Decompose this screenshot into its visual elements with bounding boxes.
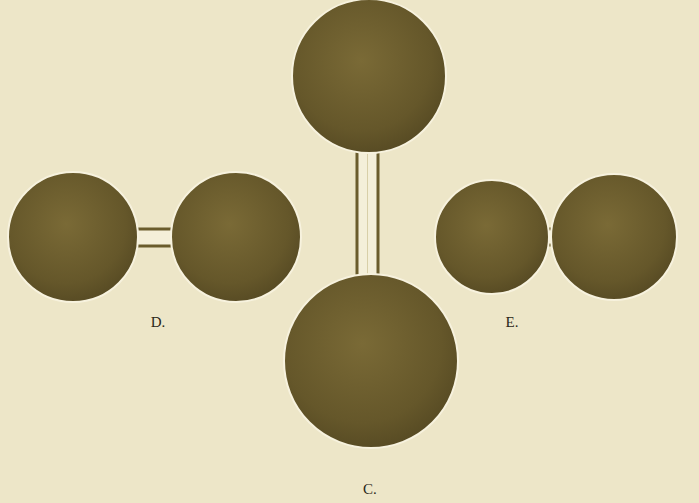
figure-label: D.	[151, 314, 166, 331]
coin-disc	[171, 172, 301, 302]
coin-disc	[8, 172, 138, 302]
connecting-bar	[357, 148, 378, 284]
coin-disc	[435, 180, 549, 294]
coin-disc	[284, 274, 458, 448]
coin-disc	[551, 174, 677, 300]
figure-label: E.	[506, 314, 519, 331]
coin-disc	[292, 0, 446, 153]
figure-label: C.	[363, 481, 377, 498]
